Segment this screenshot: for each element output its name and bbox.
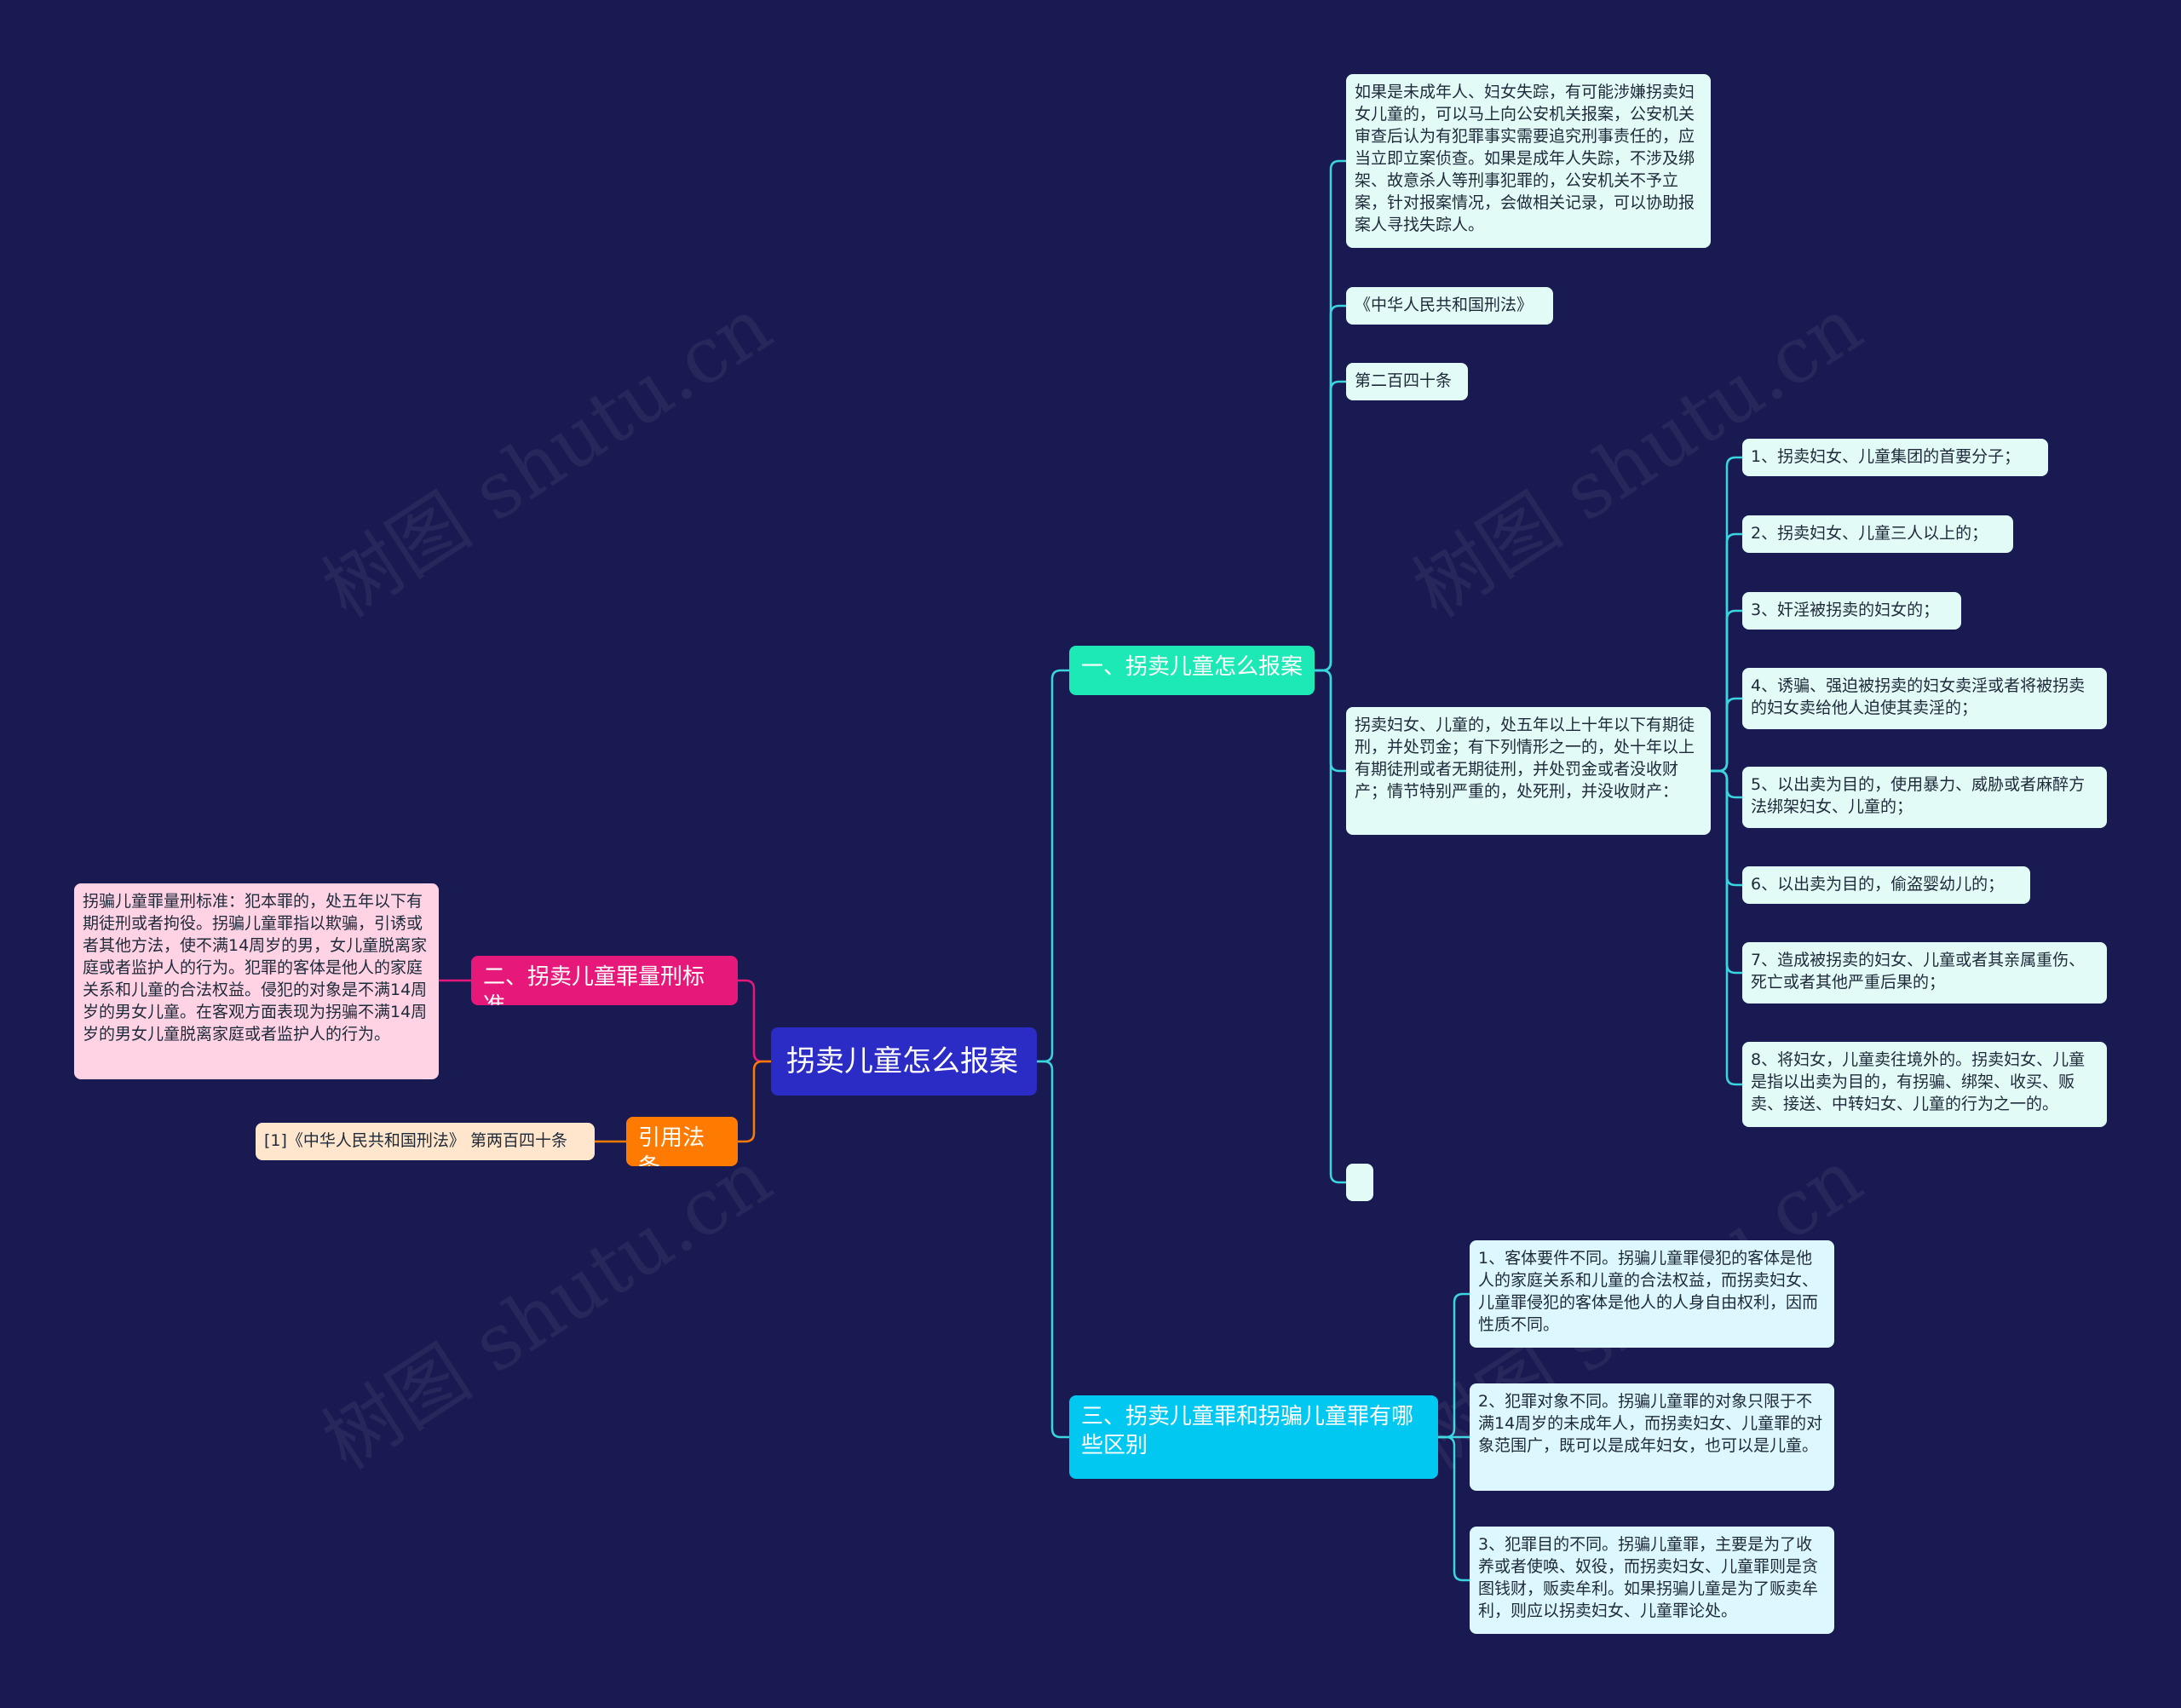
connector-branch-differences [1037,1060,1069,1439]
leaf-situation-1[interactable]: 1、拐卖妇女、儿童集团的首要分子； [1742,439,2048,476]
leaf-criminal-law[interactable]: 《中华人民共和国刑法》 [1346,287,1553,325]
leaf-situation-6[interactable]: 6、以出卖为目的，偷盗婴幼儿的； [1742,866,2030,904]
leaf-difference-3[interactable]: 3、犯罪目的不同。拐骗儿童罪，主要是为了收养或者使唤、奴役，而拐卖妇女、儿童罪则… [1470,1527,1834,1634]
connector-branch-how-to-report [1037,669,1069,1063]
connector-difference-3 [1438,1435,1470,1582]
leaf-citation-text[interactable]: [1]《中华人民共和国刑法》 第两百四十条 [256,1123,595,1160]
leaf-sentencing-text[interactable]: 拐骗儿童罪量刑标准：犯本罪的，处五年以下有期徒刑或者拘役。拐骗儿童罪指以欺骗，引… [74,883,439,1079]
branch-differences[interactable]: 三、拐卖儿童罪和拐骗儿童罪有哪些区别 [1069,1395,1438,1479]
leaf-difference-1[interactable]: 1、客体要件不同。拐骗儿童罪侵犯的客体是他人的家庭关系和儿童的合法权益，而拐卖妇… [1470,1240,1834,1348]
leaf-situation-3[interactable]: 3、奸淫被拐卖的妇女的； [1742,592,1961,630]
leaf-situation-8[interactable]: 8、将妇女，儿童卖往境外的。拐卖妇女、儿童是指以出卖为目的，有拐骗、绑架、收买、… [1742,1042,2107,1127]
branch-sentencing[interactable]: 二、拐卖儿童罪量刑标准 [471,956,738,1005]
leaf-situation-5[interactable]: 5、以出卖为目的，使用暴力、威胁或者麻醉方法绑架妇女、儿童的； [1742,767,2107,828]
leaf-empty[interactable] [1346,1164,1373,1201]
leaf-situation-7[interactable]: 7、造成被拐卖的妇女、儿童或者其亲属重伤、死亡或者其他严重后果的； [1742,942,2107,1004]
connector-branch-citation [738,1060,771,1143]
connector-leaf-empty [1315,669,1346,1184]
branch-how-to-report[interactable]: 一、拐卖儿童怎么报案 [1069,646,1315,695]
leaf-situation-4[interactable]: 4、诱骗、强迫被拐卖的妇女卖淫或者将被拐卖的妇女卖给他人迫使其卖淫的； [1742,668,2107,729]
leaf-difference-2[interactable]: 2、犯罪对象不同。拐骗儿童罪的对象只限于不满14周岁的未成年人，而拐卖妇女、儿童… [1470,1383,1834,1491]
connector-situation-8 [1711,769,1742,1086]
connector-difference-1 [1438,1292,1470,1439]
leaf-situation-2[interactable]: 2、拐卖妇女、儿童三人以上的； [1742,515,2013,553]
connector-leaf-article-240 [1315,380,1346,672]
branch-citation[interactable]: 引用法条 [626,1117,738,1166]
connector-branch-sentencing [738,979,771,1063]
leaf-report-intro[interactable]: 如果是未成年人、妇女失踪，有可能涉嫌拐卖妇女儿童的，可以马上向公安机关报案，公安… [1346,74,1711,248]
leaf-penalty[interactable]: 拐卖妇女、儿童的，处五年以上十年以下有期徒刑，并处罚金；有下列情形之一的，处十年… [1346,707,1711,835]
center-topic[interactable]: 拐卖儿童怎么报案 [771,1027,1037,1096]
connector-situation-4 [1711,697,1742,773]
leaf-article-240[interactable]: 第二百四十条 [1346,363,1468,400]
